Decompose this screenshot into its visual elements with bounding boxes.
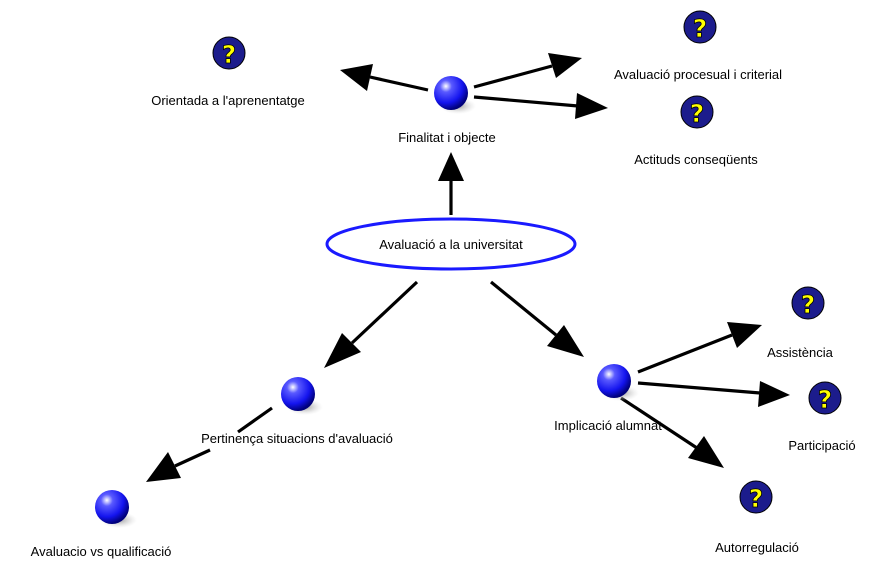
svg-text:?: ? bbox=[222, 40, 237, 69]
question-icon: ? bbox=[739, 480, 773, 514]
arrow-implicacio-to-autorregulacio bbox=[620, 396, 724, 468]
svg-text:?: ? bbox=[801, 290, 816, 319]
question-icon: ? bbox=[212, 36, 246, 70]
question-icon: ? bbox=[791, 286, 825, 320]
arrow-finalitat-to-orientada bbox=[340, 64, 429, 92]
question-label-assistencia: Assistència bbox=[767, 345, 834, 360]
sphere-icon bbox=[281, 377, 315, 411]
svg-text:?: ? bbox=[749, 484, 764, 513]
question-label-orientada: Orientada a l'aprenentatge bbox=[151, 93, 305, 108]
question-icon: ? bbox=[683, 10, 717, 44]
question-icon: ? bbox=[808, 381, 842, 415]
question-label-participacio: Participació bbox=[788, 438, 855, 453]
question-node-actituds[interactable]: ? Actituds conseqüents bbox=[634, 95, 758, 167]
node-pertinenca[interactable]: Pertinença situacions d'avaluació bbox=[201, 377, 393, 446]
question-icon: ? bbox=[680, 95, 714, 129]
central-oval bbox=[325, 217, 577, 271]
arrow-central-to-implicacio bbox=[489, 280, 584, 357]
arrow-pertinenca-to-avaluacio-vs bbox=[146, 406, 273, 482]
question-node-procesual[interactable]: ? Avaluació procesual i criterial bbox=[614, 10, 782, 82]
node-label-avaluacio-vs: Avaluacio vs qualificació bbox=[31, 544, 172, 559]
svg-text:?: ? bbox=[690, 99, 705, 128]
question-label-procesual: Avaluació procesual i criterial bbox=[614, 67, 782, 82]
arrow-finalitat-to-procesual bbox=[473, 53, 582, 89]
svg-text:?: ? bbox=[693, 14, 708, 43]
arrow-finalitat-to-actituds bbox=[473, 93, 608, 119]
question-label-actituds: Actituds conseqüents bbox=[634, 152, 758, 167]
sphere-icon bbox=[434, 76, 468, 110]
node-finalitat[interactable]: Finalitat i objecte bbox=[398, 76, 496, 145]
arrow-central-to-pertinenca bbox=[324, 280, 419, 368]
arrow-implicacio-to-participacio bbox=[637, 381, 790, 407]
arrows bbox=[146, 53, 790, 482]
node-label-finalitat: Finalitat i objecte bbox=[398, 130, 496, 145]
central-node[interactable]: Avaluació a la universitat bbox=[325, 217, 577, 271]
node-avaluacio-vs[interactable]: Avaluacio vs qualificació bbox=[31, 490, 172, 559]
svg-text:?: ? bbox=[818, 385, 833, 414]
question-node-assistencia[interactable]: ? Assistència bbox=[767, 286, 834, 360]
question-node-autorregulacio[interactable]: ? Autorregulació bbox=[715, 480, 799, 555]
central-label: Avaluació a la universitat bbox=[379, 237, 523, 252]
node-label-pertinenca: Pertinença situacions d'avaluació bbox=[201, 431, 393, 446]
question-label-autorregulacio: Autorregulació bbox=[715, 540, 799, 555]
question-node-orientada[interactable]: ? Orientada a l'aprenentatge bbox=[151, 36, 305, 108]
question-node-participacio[interactable]: ? Participació bbox=[788, 381, 856, 453]
arrow-implicacio-to-assistencia bbox=[637, 322, 762, 374]
node-implicacio[interactable]: Implicació alumnat bbox=[554, 364, 662, 433]
arrow-central-to-finalitat bbox=[438, 152, 464, 215]
sphere-icon bbox=[597, 364, 631, 398]
node-label-implicacio: Implicació alumnat bbox=[554, 418, 662, 433]
sphere-icon bbox=[95, 490, 129, 524]
